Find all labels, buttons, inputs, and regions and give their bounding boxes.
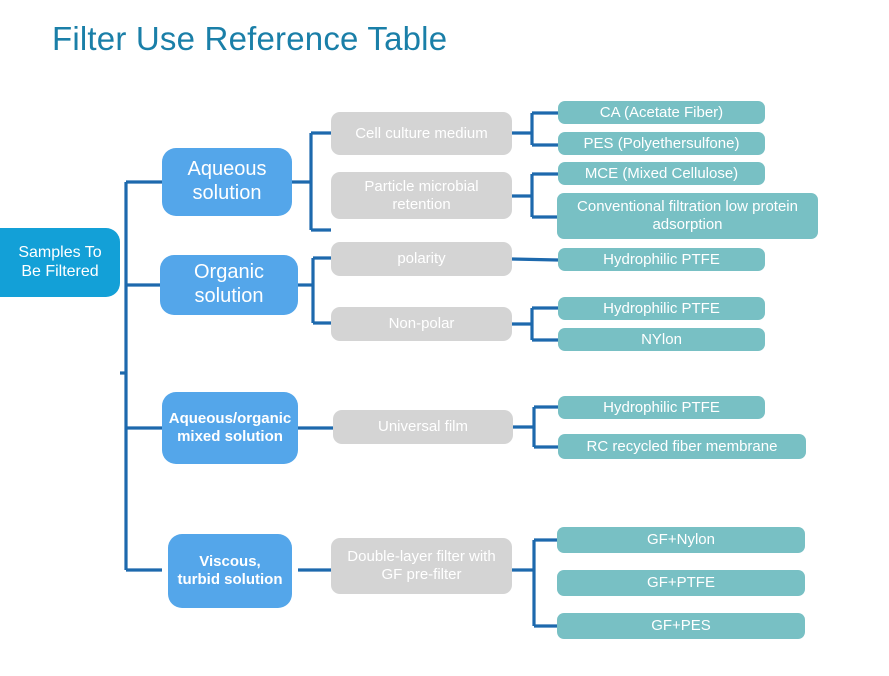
category-node-particle-microbial-retention[interactable]: Particle microbial retention: [331, 172, 512, 219]
leaf-node-hydrophilic-ptfe-non-polar[interactable]: Hydrophilic PTFE: [558, 297, 765, 320]
category-node-cell-culture-medium[interactable]: Cell culture medium: [331, 112, 512, 155]
category-node-polarity[interactable]: polarity: [331, 242, 512, 276]
root-node-samples-to-be-filtered[interactable]: Samples To Be Filtered: [0, 228, 120, 297]
branch-node-aqueous-organic-mixed-solution[interactable]: Aqueous/organic mixed solution: [162, 392, 298, 464]
leaf-node-hydrophilic-ptfe-universal-film[interactable]: Hydrophilic PTFE: [558, 396, 765, 419]
leaf-node-gf-nylon[interactable]: GF+Nylon: [557, 527, 805, 553]
leaf-node-pes-polyethersulfone[interactable]: PES (Polyethersulfone): [558, 132, 765, 155]
page-title: Filter Use Reference Table: [52, 20, 448, 57]
leaf-node-rc-recycled-fiber-membrane[interactable]: RC recycled fiber membrane: [558, 434, 806, 459]
leaf-node-nylon[interactable]: NYlon: [558, 328, 765, 351]
category-node-universal-film[interactable]: Universal film: [333, 410, 513, 444]
leaf-node-gf-ptfe[interactable]: GF+PTFE: [557, 570, 805, 596]
branch-node-aqueous-solution[interactable]: Aqueous solution: [162, 148, 292, 216]
leaf-node-conventional-filtration-low-protein-adsorption[interactable]: Conventional filtration low protein adso…: [557, 193, 818, 239]
leaf-node-ca-acetate-fiber[interactable]: CA (Acetate Fiber): [558, 101, 765, 124]
branch-node-organic-solution[interactable]: Organic solution: [160, 255, 298, 315]
leaf-node-hydrophilic-ptfe-polarity[interactable]: Hydrophilic PTFE: [558, 248, 765, 271]
category-node-non-polar[interactable]: Non-polar: [331, 307, 512, 341]
leaf-node-mce-mixed-cellulose[interactable]: MCE (Mixed Cellulose): [558, 162, 765, 185]
leaf-node-gf-pes[interactable]: GF+PES: [557, 613, 805, 639]
branch-node-viscous-turbid-solution[interactable]: Viscous, turbid solution: [168, 534, 292, 608]
category-node-double-layer-filter-with-gf-pre-filter[interactable]: Double-layer filter with GF pre-filter: [331, 538, 512, 594]
